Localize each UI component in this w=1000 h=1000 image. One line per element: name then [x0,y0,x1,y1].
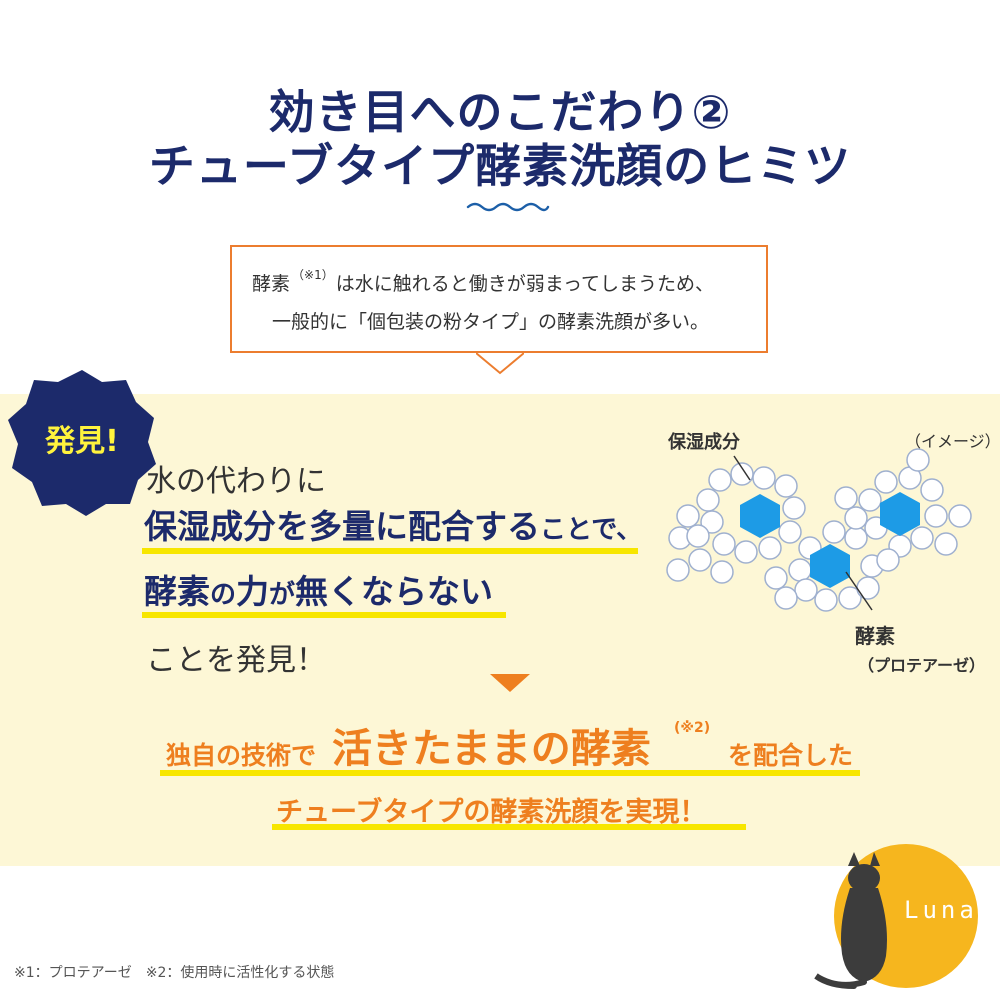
label-protease: （プロテアーゼ） [858,656,986,675]
label-image-note: （イメージ） [905,432,1000,451]
discovery-line3: 酵素の力が無くならない [144,572,494,611]
luna-logo-icon [814,844,978,989]
discovery-line2: 保湿成分を多量に配合することで、 [144,507,643,546]
label-humectant: 保湿成分 [668,432,740,453]
discovery-line4: ことを発見！ [146,643,326,678]
callout-box: 酵素（※1）は水に触れると働きが弱まってしまうため、 一般的に「個包装の粉タイプ… [230,245,768,353]
page-title-line1: 効き目へのこだわり② [268,85,732,139]
callout-line2: 一般的に「個包装の粉タイプ」の酵素洗顔が多い。 [272,311,710,333]
callout-tail [476,352,524,375]
enzyme-illustration [666,448,972,612]
label-enzyme: 酵素 [855,624,895,648]
logo-text: Luna [904,896,978,924]
result-line2: チューブタイプの酵素洗顔を実現！ [276,797,707,828]
result-line1-suffix: を配合した [728,741,854,770]
highlight-underline [272,824,746,830]
callout-line1: 酵素（※1）は水に触れると働きが弱まってしまうため、 [252,267,715,295]
discovery-line1: 水の代わりに [146,464,326,499]
result-line1-note: (※2) [674,720,711,736]
discovery-badge [8,370,156,516]
footnote: ※1：プロテアーゼ ※2：使用時に活性化する状態 [14,965,335,981]
result-line1-prefix: 独自の技術で [166,741,317,770]
down-arrow-icon [490,674,530,692]
highlight-underline [142,612,506,618]
page-title-line2: チューブタイプ酵素洗顔のヒミツ [148,139,852,193]
result-line1-emphasis: 活きたままの酵素 [332,726,651,772]
highlight-underline [142,548,638,554]
discovery-band [0,394,1000,866]
badge-label: 発見! [45,424,119,459]
highlight-underline [160,770,860,776]
wave-divider-icon [466,202,550,212]
